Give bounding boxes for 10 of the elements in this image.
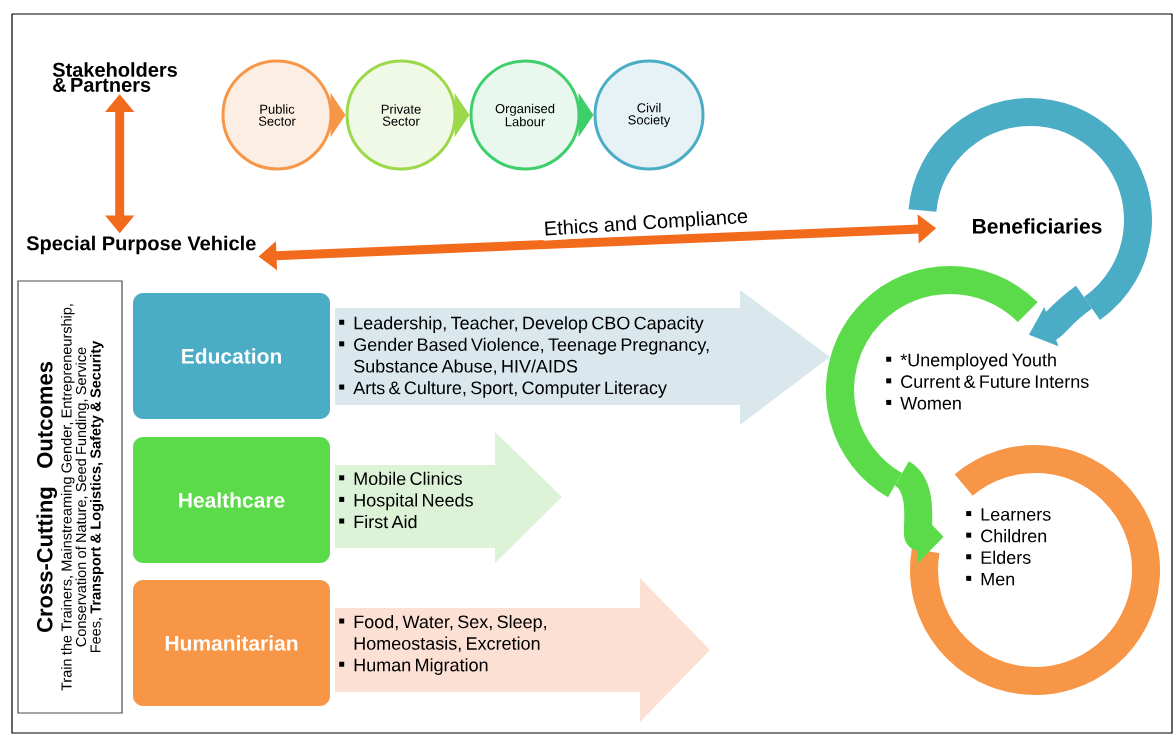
text-panel: Mobile Clinics Hospital Needs First Aid <box>335 432 562 563</box>
heading: Special Purpose Vehicle <box>26 235 256 255</box>
text-panel: Leadership, Teacher, Develop CBO Capacity Gender Based Violence, Teenage Pregnancy, Substance Abuse, HIV/AIDS Arts & Culture, Sport, Computer Literacy <box>335 290 830 425</box>
edge-label: Ethics and Compliance <box>542 207 750 241</box>
category-box: Humanitarian <box>133 580 330 706</box>
text-panel: Food, Water, Sex, Sleep, Homeostasis, Excretion Human Migration <box>335 578 710 722</box>
category-box: Education <box>133 293 330 419</box>
category-box: Healthcare <box>133 437 330 563</box>
outcomes-panel: Cross-Cutting Outcomes Train the Trainers, Mainstreaming Gender, Entrepreneurship, Conservation of Nature, Seed Funding, Service Fees, Transport & Logistics, Safety & Security <box>17 280 123 714</box>
heading: Stakeholders & Partners <box>52 62 177 92</box>
